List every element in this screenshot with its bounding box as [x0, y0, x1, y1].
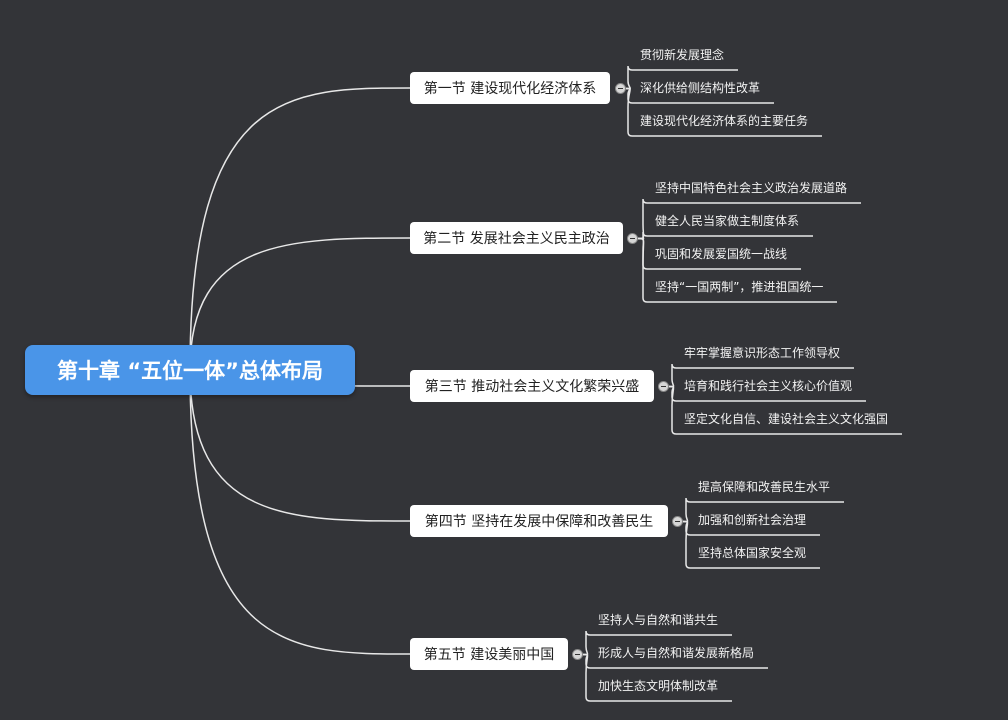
- collapse-toggle-icon[interactable]: [572, 649, 583, 660]
- leaf-connector: [625, 87, 822, 137]
- leaf-topic[interactable]: 培育和践行社会主义核心价值观: [684, 379, 853, 393]
- leaf-topic[interactable]: 坚持总体国家安全观: [698, 546, 807, 560]
- section-4-box[interactable]: 第四节 坚持在发展中保障和改善民生: [410, 505, 668, 537]
- leaf-topic[interactable]: 加快生态文明体制改革: [598, 679, 719, 693]
- root-to-section-connector: [189, 237, 411, 371]
- leaf-connector: [582, 653, 732, 702]
- leaf-topic[interactable]: 健全人民当家做主制度体系: [655, 214, 800, 228]
- root-to-section-connector: [189, 369, 411, 522]
- root-to-section-connector: [189, 369, 411, 655]
- leaf-topic[interactable]: 巩固和发展爱国统一战线: [655, 247, 788, 261]
- section-2-box[interactable]: 第二节 发展社会主义民主政治: [410, 222, 623, 254]
- section-1-box[interactable]: 第一节 建设现代化经济体系: [410, 72, 610, 104]
- leaf-topic[interactable]: 坚持“一国两制”，推进祖国统一: [655, 280, 824, 294]
- leaf-topic[interactable]: 形成人与自然和谐发展新格局: [598, 646, 755, 660]
- leaf-topic[interactable]: 深化供给侧结构性改革: [640, 81, 761, 95]
- collapse-toggle-icon[interactable]: [615, 83, 626, 94]
- leaf-topic[interactable]: 牢牢掌握意识形态工作领导权: [684, 346, 841, 360]
- leaf-topic[interactable]: 建设现代化经济体系的主要任务: [640, 114, 809, 128]
- collapse-toggle-icon[interactable]: [658, 381, 669, 392]
- leaf-topic[interactable]: 坚定文化自信、建设社会主义文化强国: [684, 412, 889, 426]
- root-to-section-connector: [189, 87, 411, 371]
- section-5-box[interactable]: 第五节 建设美丽中国: [410, 638, 568, 670]
- section-3-box[interactable]: 第三节 推动社会主义文化繁荣兴盛: [410, 370, 654, 402]
- leaf-connector: [637, 237, 837, 303]
- leaf-topic[interactable]: 坚持中国特色社会主义政治发展道路: [655, 181, 848, 195]
- leaf-connector: [682, 520, 820, 569]
- collapse-toggle-icon[interactable]: [627, 233, 638, 244]
- leaf-topic[interactable]: 坚持人与自然和谐共生: [598, 613, 719, 627]
- collapse-toggle-icon[interactable]: [672, 516, 683, 527]
- leaf-topic[interactable]: 贯彻新发展理念: [640, 48, 725, 62]
- leaf-connector: [637, 231, 813, 240]
- leaf-topic[interactable]: 提高保障和改善民生水平: [698, 480, 831, 494]
- root-topic[interactable]: 第十章 “五位一体”总体布局: [25, 345, 355, 395]
- leaf-connector: [668, 385, 902, 435]
- leaf-topic[interactable]: 加强和创新社会治理: [698, 513, 807, 527]
